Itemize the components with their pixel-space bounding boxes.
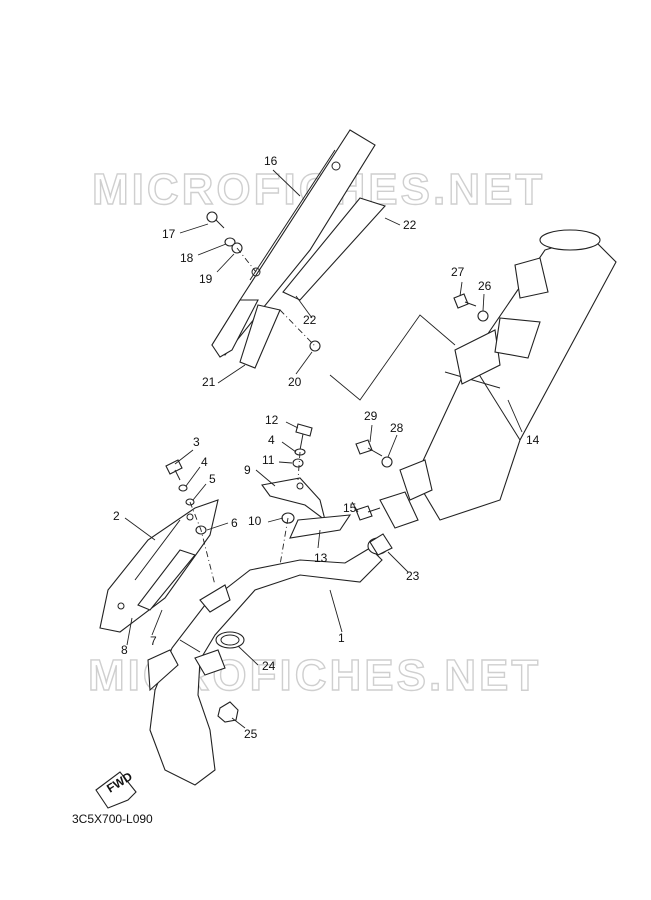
joint-part-23 [369, 533, 393, 556]
bolt-part-17 [206, 211, 225, 229]
washer-part-4a [178, 484, 188, 492]
bracket-part-9 [261, 477, 326, 522]
callout-18: 18 [180, 251, 194, 265]
callout-21: 21 [202, 375, 216, 389]
callout-25: 25 [244, 727, 258, 741]
washer-part-18 [224, 237, 236, 247]
bolt-part-29 [355, 439, 383, 457]
callout-16: 16 [264, 154, 278, 168]
bolt-part-15 [355, 505, 381, 521]
muffler-part-14 [379, 229, 617, 529]
collar-part-11 [292, 458, 304, 468]
fwd-arrow-icon: FWD [95, 769, 137, 809]
assembly-line [189, 501, 216, 586]
nut-part-25 [217, 701, 239, 723]
callout-13: 13 [314, 551, 328, 565]
assembly-line [297, 451, 301, 481]
callout-7: 7 [150, 634, 157, 648]
callout-4-right: 4 [268, 433, 275, 447]
gasket-part-13 [289, 514, 352, 539]
callout-27: 27 [451, 265, 465, 279]
callout-5: 5 [209, 472, 216, 486]
gasket-part-24 [215, 631, 245, 649]
callout-17: 17 [162, 227, 176, 241]
callout-22-bottom: 22 [303, 313, 317, 327]
assembly-line [279, 309, 316, 347]
callout-28: 28 [390, 421, 404, 435]
callout-24: 24 [262, 659, 276, 673]
washer-part-28 [381, 456, 393, 468]
callout-8: 8 [121, 643, 128, 657]
callout-9: 9 [244, 463, 251, 477]
protector-part-21 [239, 304, 281, 369]
callout-12: 12 [265, 413, 279, 427]
protector-part-2 [99, 499, 219, 633]
bolt-part-27 [453, 293, 477, 309]
callout-11: 11 [262, 453, 275, 467]
callout-15: 15 [343, 501, 357, 515]
callout-10: 10 [248, 514, 262, 528]
callout-22-top: 22 [403, 218, 417, 232]
callout-2: 2 [113, 509, 120, 523]
callout-29: 29 [364, 409, 378, 423]
callout-23: 23 [406, 569, 420, 583]
bolt-part-3 [165, 459, 183, 481]
callout-4-left: 4 [201, 455, 208, 469]
pipe-flange [194, 649, 226, 676]
assembly-line [279, 517, 289, 566]
diagram-code: 3C5X700-L090 [72, 812, 153, 826]
muffler-protector-part-16 [211, 129, 386, 358]
callout-3: 3 [193, 435, 200, 449]
callout-26: 26 [478, 279, 492, 293]
bolt-part-12 [295, 423, 313, 451]
assembly-line [236, 247, 257, 273]
callout-14: 14 [526, 433, 540, 447]
callout-6: 6 [231, 516, 238, 530]
leader-lines [124, 169, 523, 729]
collar-part-20 [309, 340, 321, 352]
callout-1: 1 [338, 631, 345, 645]
assembly-line [329, 314, 456, 401]
washer-part-26 [477, 310, 489, 322]
callout-19: 19 [199, 272, 213, 286]
callout-20: 20 [288, 375, 302, 389]
